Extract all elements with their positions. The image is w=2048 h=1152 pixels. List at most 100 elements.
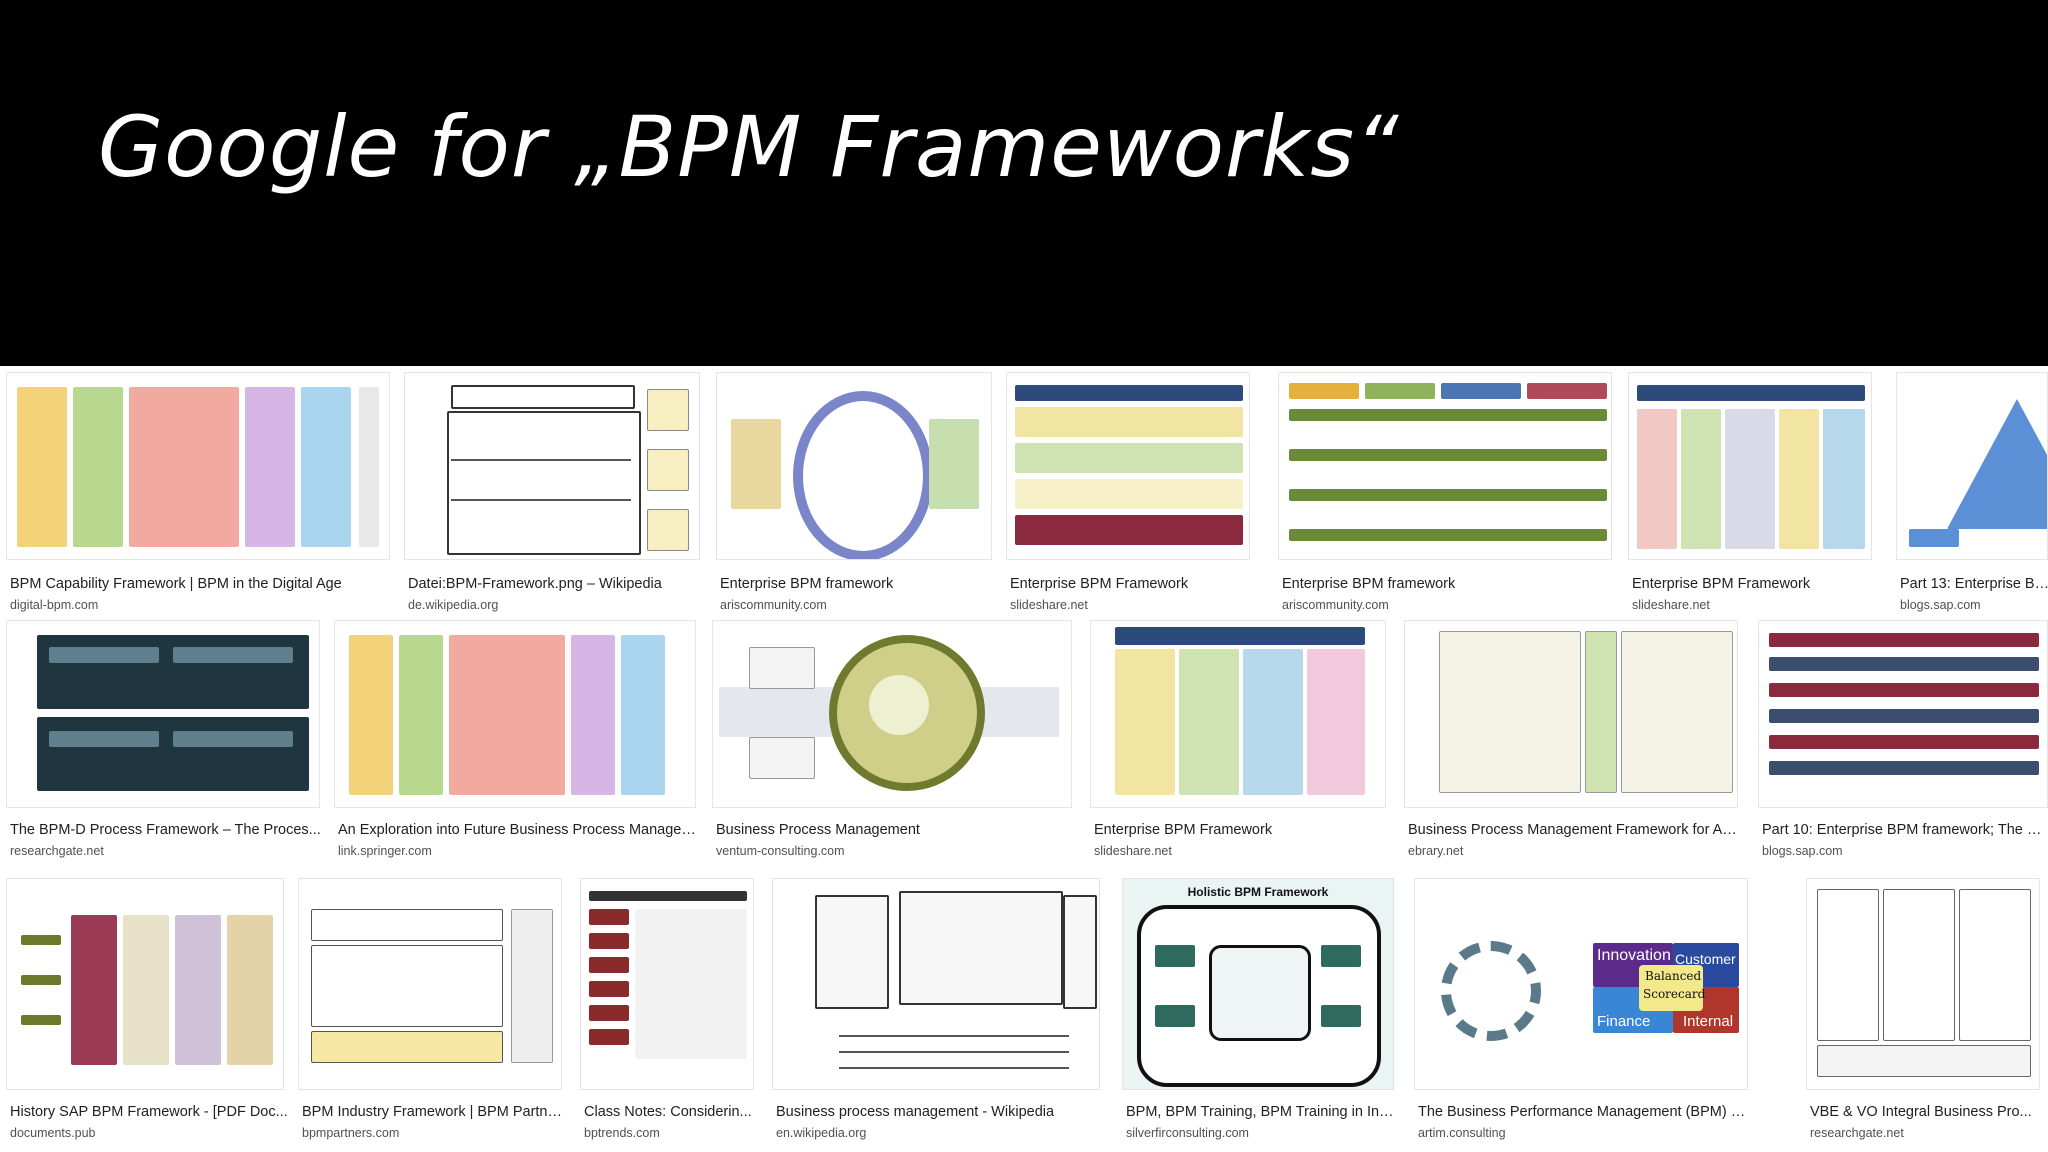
result-thumbnail[interactable] xyxy=(404,372,700,560)
thumbnail-graphic xyxy=(779,885,1097,1083)
result-thumbnail[interactable] xyxy=(716,372,992,560)
image-result[interactable]: Enterprise BPM Framework slideshare.net xyxy=(1628,372,1872,612)
result-caption[interactable]: VBE & VO Integral Business Pro... xyxy=(1810,1104,2032,1120)
result-source[interactable]: slideshare.net xyxy=(1094,844,1172,858)
thumbnail-graphic xyxy=(13,885,277,1083)
image-results-grid: BPM Capability Framework | BPM in the Di… xyxy=(0,366,2048,1152)
result-source[interactable]: artim.consulting xyxy=(1418,1126,1506,1140)
result-thumbnail[interactable]: Innovation Customer Balanced Scorecard F… xyxy=(1414,878,1748,1090)
image-result[interactable]: Datei:BPM-Framework.png – Wikipedia de.w… xyxy=(404,372,700,612)
result-caption[interactable]: Business Process Management xyxy=(716,822,920,838)
image-result[interactable]: Enterprise BPM framework ariscommunity.c… xyxy=(716,372,992,612)
thumbnail-graphic xyxy=(1765,627,2041,801)
result-caption[interactable]: Class Notes: Considerin... xyxy=(584,1104,752,1120)
result-thumbnail[interactable] xyxy=(1006,372,1250,560)
thumbnail-graphic xyxy=(341,627,689,801)
image-result[interactable]: VBE & VO Integral Business Pro... resear… xyxy=(1806,878,2040,1140)
image-result[interactable]: Enterprise BPM framework ariscommunity.c… xyxy=(1278,372,1612,612)
result-source[interactable]: digital-bpm.com xyxy=(10,598,99,612)
image-result[interactable]: Class Notes: Considerin... bptrends.com xyxy=(580,878,754,1140)
image-result[interactable]: The BPM-D Process Framework – The Proces… xyxy=(6,620,321,858)
result-source[interactable]: link.springer.com xyxy=(338,844,432,858)
puzzle-customer: Customer xyxy=(1675,951,1736,967)
result-source[interactable]: bpmpartners.com xyxy=(302,1126,400,1140)
result-thumbnail[interactable] xyxy=(334,620,696,808)
result-caption[interactable]: Business process management - Wikipedia xyxy=(776,1104,1055,1120)
result-caption[interactable]: The BPM-D Process Framework – The Proces… xyxy=(10,822,321,838)
result-thumbnail[interactable] xyxy=(1628,372,1872,560)
result-thumbnail[interactable] xyxy=(712,620,1072,808)
thumbnail-graphic xyxy=(1903,379,2047,553)
image-result[interactable]: Enterprise BPM Framework slideshare.net xyxy=(1090,620,1386,858)
result-source[interactable]: slideshare.net xyxy=(1010,598,1088,612)
result-source[interactable]: blogs.sap.com xyxy=(1762,844,1843,858)
result-caption[interactable]: History SAP BPM Framework - [PDF Doc... xyxy=(10,1104,288,1120)
result-source[interactable]: blogs.sap.com xyxy=(1900,598,1981,612)
thumbnail-graphic xyxy=(1285,379,1607,553)
result-caption[interactable]: Business Process Management Framework fo… xyxy=(1408,822,1742,838)
result-source[interactable]: documents.pub xyxy=(10,1126,96,1140)
result-caption[interactable]: Enterprise BPM Framework xyxy=(1010,576,1189,592)
result-source[interactable]: en.wikipedia.org xyxy=(776,1126,867,1140)
result-thumbnail[interactable] xyxy=(1278,372,1612,560)
result-caption[interactable]: BPM, BPM Training, BPM Training in Indi.… xyxy=(1126,1104,1398,1120)
result-caption[interactable]: Part 13: Enterprise BPM xyxy=(1900,576,2048,592)
image-result[interactable]: BPM Capability Framework | BPM in the Di… xyxy=(6,372,390,612)
image-result[interactable]: An Exploration into Future Business Proc… xyxy=(334,620,700,858)
result-source[interactable]: researchgate.net xyxy=(10,844,104,858)
result-source[interactable]: ariscommunity.com xyxy=(720,598,827,612)
result-source[interactable]: silverfirconsulting.com xyxy=(1126,1126,1249,1140)
image-result[interactable]: Innovation Customer Balanced Scorecard F… xyxy=(1414,878,1752,1140)
result-caption[interactable]: An Exploration into Future Business Proc… xyxy=(338,822,700,838)
result-source[interactable]: bptrends.com xyxy=(584,1126,660,1140)
thumbnail-graphic xyxy=(13,627,313,801)
result-thumbnail[interactable] xyxy=(298,878,562,1090)
thumbnail-title: Holistic BPM Framework xyxy=(1187,885,1329,899)
slide-title: Google for „BPM Frameworks“ xyxy=(98,98,1400,196)
puzzle-finance: Finance xyxy=(1597,1013,1651,1030)
result-caption[interactable]: Enterprise BPM framework xyxy=(720,576,894,592)
result-thumbnail[interactable] xyxy=(6,620,320,808)
image-result[interactable]: Holistic BPM Framework BPM, BPM Training… xyxy=(1122,878,1398,1140)
thumbnail-graphic xyxy=(1813,885,2033,1083)
result-caption[interactable]: Part 10: Enterprise BPM framework; The m… xyxy=(1762,822,2048,838)
result-source[interactable]: ventum-consulting.com xyxy=(716,844,845,858)
image-result[interactable]: Business process management - Wikipedia … xyxy=(772,878,1100,1140)
image-result[interactable]: History SAP BPM Framework - [PDF Doc... … xyxy=(6,878,288,1140)
thumbnail-graphic xyxy=(305,885,555,1083)
thumbnail-graphic xyxy=(411,379,693,555)
result-thumbnail[interactable] xyxy=(1404,620,1738,808)
result-thumbnail[interactable] xyxy=(6,372,390,560)
result-source[interactable]: ariscommunity.com xyxy=(1282,598,1389,612)
image-result[interactable]: Part 10: Enterprise BPM framework; The m… xyxy=(1758,620,2048,858)
result-thumbnail[interactable] xyxy=(1758,620,2048,808)
result-caption[interactable]: BPM Capability Framework | BPM in the Di… xyxy=(10,576,342,592)
result-thumbnail[interactable] xyxy=(6,878,284,1090)
result-thumbnail[interactable] xyxy=(580,878,754,1090)
result-thumbnail[interactable]: Holistic BPM Framework xyxy=(1122,878,1394,1090)
result-thumbnail[interactable] xyxy=(1090,620,1386,808)
result-source[interactable]: de.wikipedia.org xyxy=(408,598,499,612)
puzzle-balanced: Balanced xyxy=(1645,969,1702,983)
result-source[interactable]: ebrary.net xyxy=(1408,844,1464,858)
result-thumbnail[interactable] xyxy=(1806,878,2040,1090)
image-result[interactable]: BPM Industry Framework | BPM Partners bp… xyxy=(298,878,566,1140)
result-caption[interactable]: The Business Performance Management (BPM… xyxy=(1418,1104,1752,1120)
result-thumbnail[interactable] xyxy=(1896,372,2048,560)
thumbnail-graphic xyxy=(1097,627,1379,801)
image-result[interactable]: Part 13: Enterprise BPM blogs.sap.com xyxy=(1896,372,2048,612)
image-result[interactable]: Business Process Management ventum-consu… xyxy=(712,620,1072,858)
result-caption[interactable]: Enterprise BPM Framework xyxy=(1632,576,1811,592)
thumbnail-graphic xyxy=(1013,379,1243,553)
result-caption[interactable]: Datei:BPM-Framework.png – Wikipedia xyxy=(408,576,662,592)
result-source[interactable]: slideshare.net xyxy=(1632,598,1710,612)
result-source[interactable]: researchgate.net xyxy=(1810,1126,1904,1140)
result-caption[interactable]: Enterprise BPM Framework xyxy=(1094,822,1273,838)
result-thumbnail[interactable] xyxy=(772,878,1100,1090)
result-caption[interactable]: Enterprise BPM framework xyxy=(1282,576,1456,592)
thumbnail-graphic xyxy=(723,379,985,559)
thumbnail-graphic xyxy=(719,627,1065,801)
image-result[interactable]: Enterprise BPM Framework slideshare.net xyxy=(1006,372,1250,612)
result-caption[interactable]: BPM Industry Framework | BPM Partners xyxy=(302,1104,566,1120)
image-result[interactable]: Business Process Management Framework fo… xyxy=(1404,620,1742,858)
